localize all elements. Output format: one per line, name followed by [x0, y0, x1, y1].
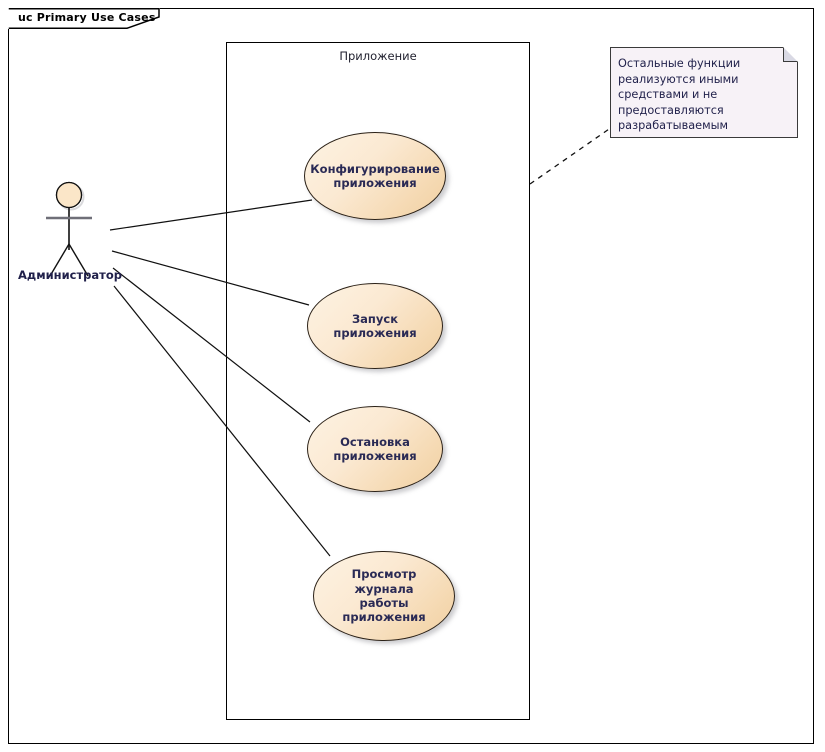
use-case-view-log[interactable]: Просмотр журнала работы приложения	[313, 551, 455, 641]
actor-label: Администратор	[18, 268, 122, 282]
use-case-label: Запуск приложения	[333, 311, 417, 340]
actor-icon	[46, 181, 92, 277]
use-case-label: Конфигурирование приложения	[310, 161, 440, 190]
use-case-start[interactable]: Запуск приложения	[307, 283, 443, 369]
use-case-label: Просмотр журнала работы приложения	[342, 567, 426, 625]
use-case-configure[interactable]: Конфигурирование приложения	[304, 132, 446, 220]
use-case-label: Остановка приложения	[333, 434, 417, 463]
actor-administrator[interactable]	[30, 178, 110, 288]
use-case-stop[interactable]: Остановка приложения	[307, 406, 443, 492]
system-boundary-label: Приложение	[339, 49, 417, 63]
note-text: Остальные функции реализуются иными сред…	[618, 57, 741, 148]
diagram-title: uc Primary Use Cases	[18, 11, 156, 24]
note-box[interactable]: Остальные функции реализуются иными сред…	[610, 47, 798, 138]
diagram-frame	[8, 8, 814, 744]
